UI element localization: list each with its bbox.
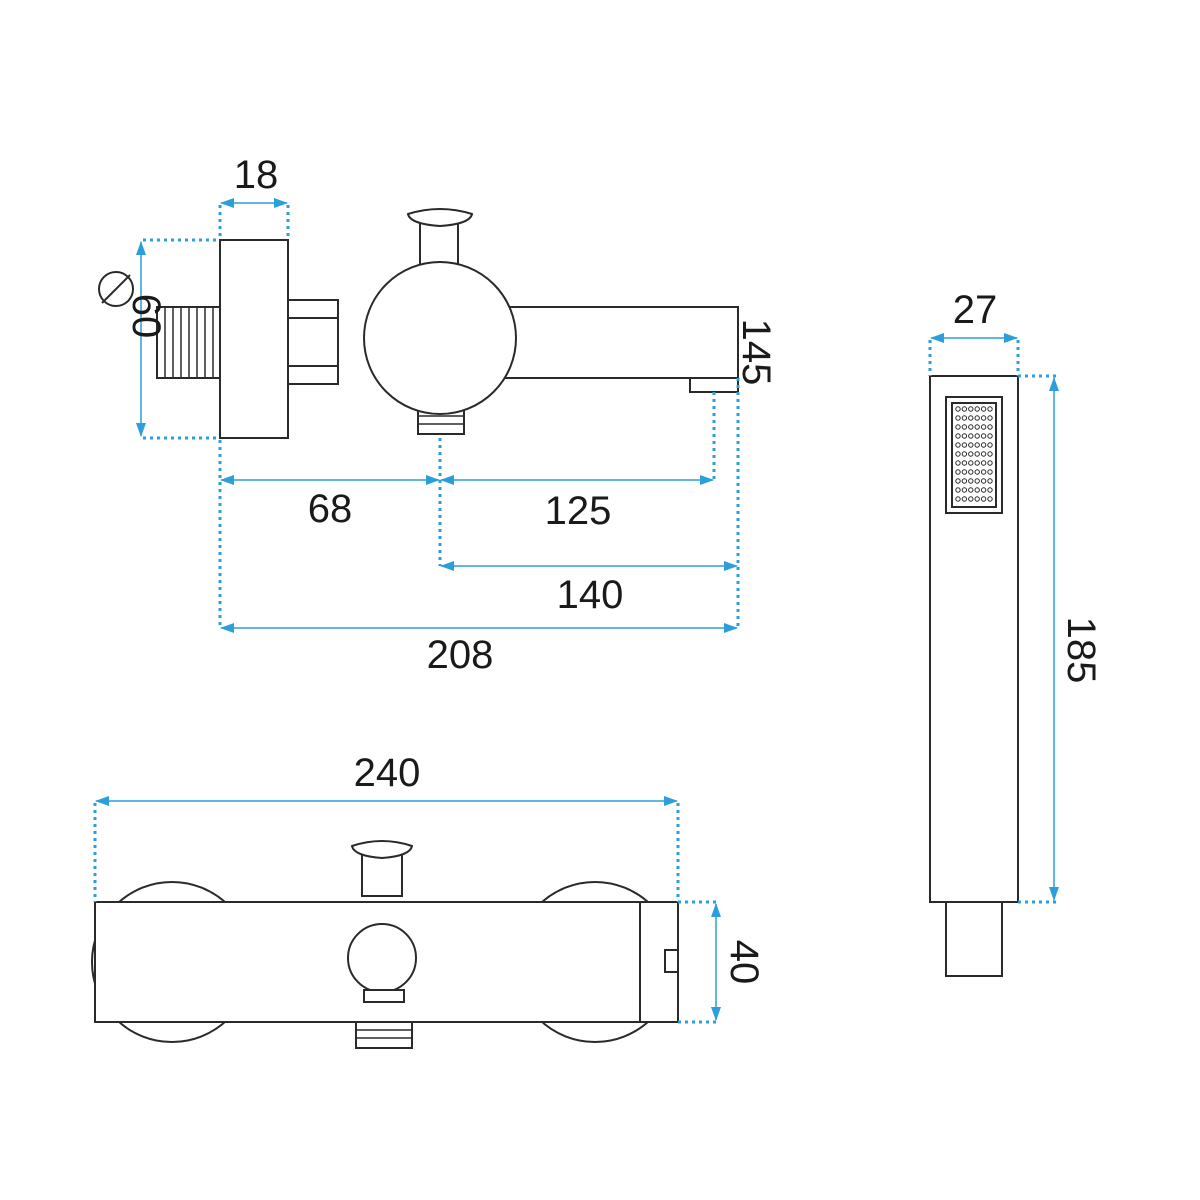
nozzle [961,496,968,502]
nozzle [980,469,987,475]
nozzle [974,433,980,439]
dim-label-125: 125 [545,489,612,533]
mixer-body [363,261,517,415]
nozzle [961,460,968,466]
bottom-shower-outlet [355,1021,413,1049]
shower-head-face [945,396,1003,514]
nozzle [974,460,980,466]
nozzle [955,442,961,448]
dim-label-27: 27 [953,288,998,332]
nozzle [987,442,993,448]
nozzle [980,424,987,430]
nozzle [968,496,974,502]
wall-flange [219,239,289,439]
nozzle [987,487,993,493]
nozzle [961,442,968,448]
nozzle [955,451,961,457]
nozzle [961,487,968,493]
nozzle [968,487,974,493]
nozzle [955,406,961,412]
nozzle [974,406,980,412]
nozzle [987,406,993,412]
nozzle [974,496,980,502]
nozzle [955,415,961,421]
threaded-inlet [156,306,221,379]
diverter-dial-base [363,989,405,1003]
nozzle [987,451,993,457]
dim-label-145: 145 [734,319,778,386]
side-view-dimensions: 18 60 145 68 125 140 208 [98,153,778,677]
dim-label-68: 68 [308,487,353,531]
top-diverter-knob [350,840,414,897]
shower-hose-connector [945,901,1003,977]
nozzle [961,415,968,421]
side-view [156,208,739,439]
nozzle [980,406,987,412]
nozzle [974,478,980,484]
nozzle [987,460,993,466]
nozzle [961,469,968,475]
nozzle [980,433,987,439]
nozzle [968,406,974,412]
nozzle [980,442,987,448]
nozzle [987,496,993,502]
diameter-symbol [98,271,134,307]
dim-label-208: 208 [427,633,494,677]
nozzle [955,460,961,466]
nozzle [968,451,974,457]
nozzle [980,487,987,493]
nozzle [968,469,974,475]
dim-label-240: 240 [354,751,421,795]
nozzle [974,415,980,421]
front-view [91,840,679,1049]
nozzle [987,415,993,421]
nozzle [961,406,968,412]
nozzle [974,442,980,448]
nozzle [961,433,968,439]
nozzle [968,424,974,430]
nozzle [968,460,974,466]
front-view-dimensions: 240 40 [93,751,766,1024]
nozzle [974,424,980,430]
nozzle [961,451,968,457]
nozzle [980,415,987,421]
nozzle [980,496,987,502]
dim-label-140: 140 [557,573,624,617]
nozzle [974,487,980,493]
nozzle [955,433,961,439]
nozzle [961,478,968,484]
nozzle [968,442,974,448]
nozzle [955,469,961,475]
nozzle [980,460,987,466]
nozzle [955,424,961,430]
nozzle [955,478,961,484]
dim-label-185: 185 [1059,617,1103,684]
nozzle [955,487,961,493]
dim-label-60: 60 [124,294,168,339]
nozzle [987,433,993,439]
nozzle [968,415,974,421]
diverter-knob [406,208,474,267]
handle-marker [664,949,679,973]
nozzle [961,424,968,430]
hex-connector [287,299,339,385]
hand-shower-dimensions: 27 185 [928,288,1103,904]
nozzle [980,478,987,484]
hand-shower [929,375,1019,977]
dim-label-18: 18 [234,153,279,197]
nozzle [974,451,980,457]
shower-nozzles [955,406,993,502]
nozzle [980,451,987,457]
nozzle [955,496,961,502]
nozzle [968,478,974,484]
nozzle [987,469,993,475]
dim-label-40: 40 [722,940,766,985]
diverter-dial [347,923,417,993]
nozzle [987,478,993,484]
nozzle [987,424,993,430]
nozzle [974,469,980,475]
nozzle [968,433,974,439]
